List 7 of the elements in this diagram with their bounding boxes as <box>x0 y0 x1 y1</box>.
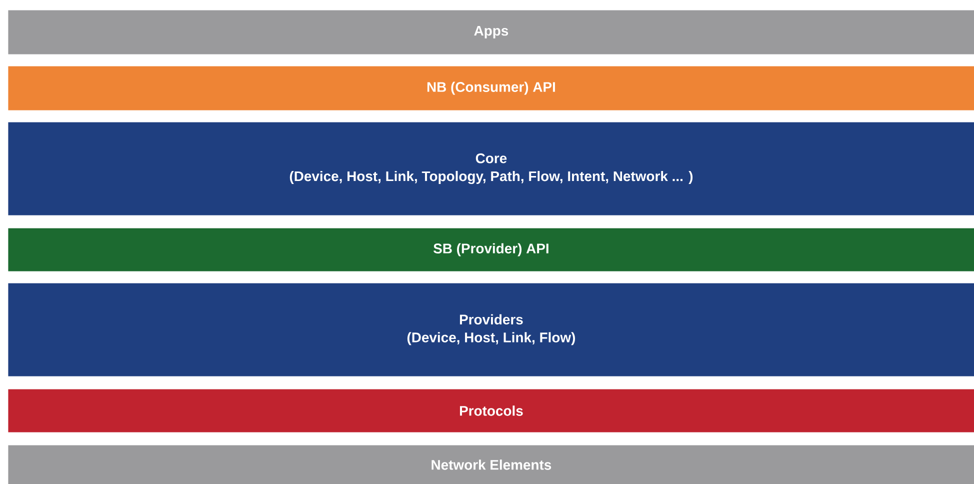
layer-band: Providers (Device, Host, Link, Flow) <box>8 283 974 376</box>
layer-band: Network Elements <box>8 445 974 484</box>
layer-band: Apps <box>8 10 974 54</box>
layer-band: Core (Device, Host, Link, Topology, Path, Flow, Intent, Network ... ) <box>8 122 974 216</box>
layer-band: Protocols <box>8 389 974 432</box>
layer-band: SB (Provider) API <box>8 228 974 272</box>
layer-band: NB (Consumer) API <box>8 66 974 110</box>
